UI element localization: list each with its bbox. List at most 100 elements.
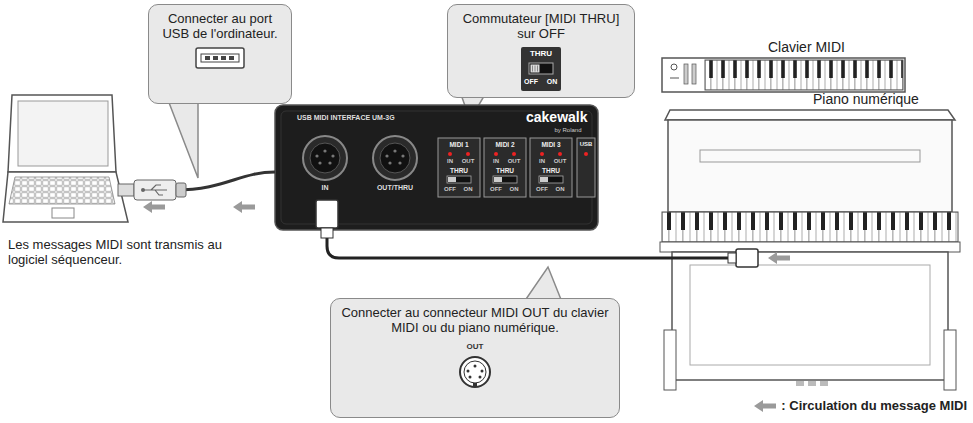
midi-interface-body-part-part bbox=[466, 152, 470, 156]
label-text: IN bbox=[322, 184, 329, 192]
midi-keyboard-illustration-part bbox=[684, 64, 688, 84]
computer-laptop: Les messages MIDI sont transmis au logic… bbox=[5, 95, 125, 223]
connector-icon-part bbox=[469, 376, 472, 379]
midi-interface-body-part-part bbox=[328, 161, 331, 164]
label-text: ON bbox=[464, 186, 473, 193]
midi-interface-body-part-part bbox=[494, 177, 502, 182]
laptop-illustration-part bbox=[3, 172, 128, 222]
flow-arrows-part bbox=[233, 201, 255, 213]
midi-interface-body-part-part bbox=[484, 138, 526, 197]
usb-plug-part bbox=[134, 180, 176, 200]
usb-plug-part bbox=[141, 188, 145, 192]
digital-piano-illustration-part bbox=[662, 212, 958, 242]
label-text: OFF bbox=[490, 186, 502, 193]
digital-piano-illustration-part bbox=[796, 381, 804, 386]
midi-keyboard-illustration-part bbox=[705, 60, 903, 90]
connector-icon-part bbox=[473, 383, 477, 386]
legend-arrow-part bbox=[754, 400, 776, 412]
label-text: Connecter au connecteur MIDI OUT du clav… bbox=[331, 299, 619, 335]
label-text: MIDI 2 bbox=[495, 141, 514, 148]
midi-keyboard-illustration bbox=[662, 58, 905, 92]
digital-piano: Piano numérique bbox=[758, 90, 965, 390]
midi-interface-body-part-part bbox=[393, 149, 396, 152]
midi-interface-body-part bbox=[315, 149, 404, 164]
label-text: IN bbox=[493, 158, 499, 165]
midi-plug bbox=[316, 200, 758, 267]
laptop-illustration-part bbox=[9, 177, 115, 204]
label-text: ON bbox=[510, 186, 519, 193]
digital-piano-illustration-part bbox=[944, 330, 956, 390]
flow-arrows bbox=[143, 201, 790, 264]
connector-icon bbox=[195, 47, 245, 69]
connector-icon-part bbox=[481, 370, 484, 373]
legend-entry: : Circulation du message MIDI bbox=[753, 398, 967, 413]
laptop-illustration-part bbox=[8, 95, 116, 172]
midi-plug-part bbox=[316, 200, 338, 228]
usb-plug-part bbox=[143, 185, 167, 195]
label-text: IN bbox=[447, 158, 453, 165]
label-text: Piano numérique bbox=[813, 92, 919, 107]
label-text: ON bbox=[547, 78, 558, 86]
label-text: OFF bbox=[524, 78, 538, 86]
label-text: THRU bbox=[542, 167, 560, 174]
digital-piano-illustration-part bbox=[700, 150, 920, 162]
legend-text: : Circulation du message MIDI bbox=[781, 398, 967, 413]
connector-icon-part bbox=[467, 370, 470, 373]
label-text: Les messages MIDI sont transmis au logic… bbox=[8, 237, 223, 267]
cable-connector bbox=[327, 230, 758, 258]
connector-icon-part bbox=[479, 376, 482, 379]
midi-interface: USB MIDI INTERFACE UM-3GINOUT/THRUMIDI 1… bbox=[275, 105, 598, 230]
midi-interface-body-part-part bbox=[558, 152, 562, 156]
callout-bubble: Connecter au connecteur MIDI OUT du clav… bbox=[330, 298, 620, 418]
midi-interface-body-part-part bbox=[388, 161, 391, 164]
label-text: OUT bbox=[554, 158, 567, 165]
label-text: Clavier MIDI bbox=[768, 40, 845, 55]
midi-interface-body-part bbox=[438, 138, 572, 197]
digital-piano-illustration-part bbox=[665, 110, 955, 120]
digital-piano-illustration-part bbox=[660, 242, 960, 252]
midi-interface-body-part bbox=[577, 138, 595, 197]
label-text: USB bbox=[580, 141, 593, 148]
connector-icon-part bbox=[460, 357, 490, 387]
label-text: OUT bbox=[508, 158, 521, 165]
laptop-illustration-part bbox=[18, 101, 108, 166]
midi-interface-body-part-part bbox=[323, 149, 326, 152]
label-text: OFF bbox=[536, 186, 548, 193]
midi-interface-body-part-part bbox=[318, 161, 321, 164]
label-text: OUT bbox=[467, 343, 484, 352]
midi-interface-body-part-part bbox=[438, 138, 480, 197]
connector-icon-part bbox=[196, 48, 244, 68]
digital-piano-illustration-part bbox=[672, 252, 948, 380]
midi-keyboard-illustration-part bbox=[671, 64, 677, 70]
midi-interface-body-part-part bbox=[540, 152, 544, 156]
midi-interface-body-part-part bbox=[540, 177, 548, 182]
midi-interface-body-part-part bbox=[512, 152, 516, 156]
midi-interface-body-part bbox=[373, 136, 417, 180]
connector-icon-part bbox=[531, 65, 540, 73]
midi-interface-body-part-part bbox=[493, 176, 517, 183]
connector-icon-part bbox=[474, 365, 477, 368]
label-text: THRU bbox=[450, 167, 468, 174]
midi-interface-body-part-part bbox=[530, 138, 572, 197]
label-text: Connecter au port USB de l'ordinateur. bbox=[149, 5, 291, 41]
label-text: THRU bbox=[496, 167, 514, 174]
midi-interface-body-part-part bbox=[315, 154, 318, 157]
midi-keyboard-illustration-part bbox=[662, 58, 905, 92]
connector-icon-part bbox=[229, 56, 234, 60]
connector-icon-part bbox=[533, 66, 538, 72]
midi-keyboard-illustration-part bbox=[670, 78, 679, 79]
connector-icon-part bbox=[464, 361, 486, 383]
midi-interface-body-part-part bbox=[494, 152, 498, 156]
callout-bubble: Commutateur [MIDI THRU] sur OFFTHRUOFFON bbox=[447, 4, 635, 98]
label-text: USB MIDI INTERFACE UM-3G bbox=[297, 114, 395, 122]
digital-piano-illustration bbox=[660, 110, 960, 390]
laptop-illustration-part bbox=[52, 208, 74, 218]
midi-interface-body-part-part bbox=[448, 152, 452, 156]
connector-icon-part bbox=[529, 63, 553, 74]
digital-piano-illustration-part bbox=[808, 381, 816, 386]
midi-keyboard: Clavier MIDI bbox=[660, 40, 905, 92]
digital-piano-illustration-part bbox=[820, 381, 828, 386]
legend-arrow bbox=[753, 399, 777, 413]
midi-plug-part bbox=[321, 228, 333, 238]
flow-arrows-part bbox=[768, 252, 790, 264]
